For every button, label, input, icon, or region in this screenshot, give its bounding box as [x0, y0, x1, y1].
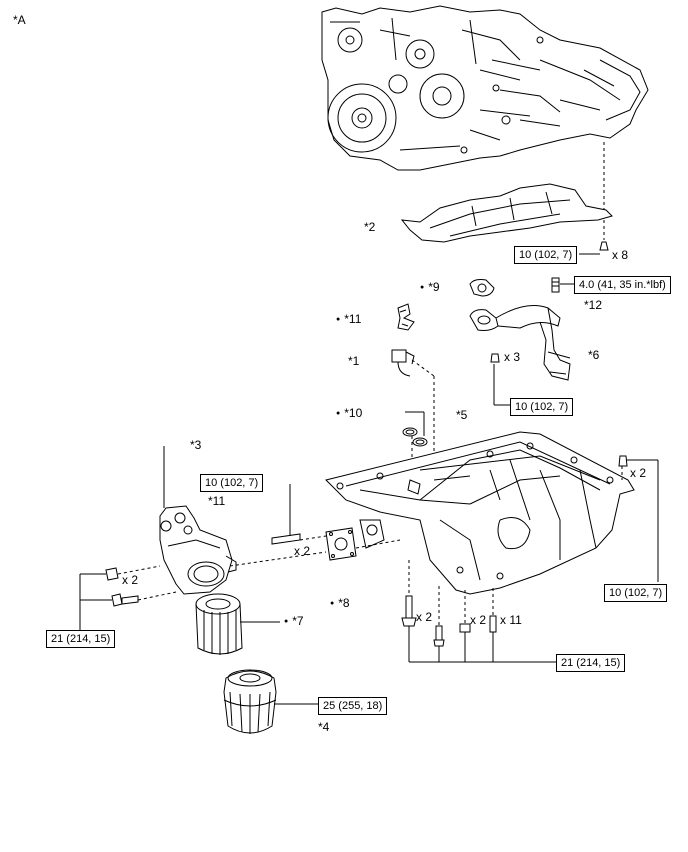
- bracket-gasket: [325, 527, 357, 561]
- qty-pan-bolt-a: x 2: [416, 610, 433, 624]
- qty-pan-bolt-b: x 2: [470, 613, 487, 627]
- part-label-6: *6: [588, 348, 600, 362]
- qty-pan-side-bolts: x 2: [630, 466, 647, 480]
- part-label-3: *3: [190, 438, 202, 452]
- oil-pan: [325, 431, 635, 595]
- oil-filter-element: [195, 593, 243, 655]
- oil-filter-cap: [223, 669, 277, 734]
- oil-filter-bracket: [159, 505, 237, 595]
- part-label-10: *10: [336, 406, 362, 423]
- part-label-1: *1: [348, 354, 360, 368]
- oil-pan-cover: [400, 183, 613, 243]
- figure-label: *A: [13, 13, 26, 27]
- torque-filter-bracket: 21 (214, 15): [46, 630, 116, 648]
- part-label-2: *2: [364, 220, 376, 234]
- part-label-7: *7: [284, 614, 303, 631]
- part-label-4: *4: [318, 720, 330, 734]
- clip: [397, 303, 415, 331]
- torque-stud: 10 (102, 7): [200, 474, 264, 492]
- qty-cover-bolts: x 8: [612, 248, 629, 262]
- engine-block: [321, 5, 649, 171]
- torque-strainer: 10 (102, 7): [510, 398, 574, 416]
- strainer-gasket: [469, 279, 495, 297]
- qty-filter-bracket-nuts: x 2: [122, 573, 139, 587]
- part-label-5: *5: [456, 408, 468, 422]
- torque-pan-side: 10 (102, 7): [604, 584, 668, 602]
- part-label-8: *8: [330, 596, 349, 613]
- torque-oil-pan: 21 (214, 15): [556, 654, 626, 672]
- part-label-9: *9: [420, 280, 439, 297]
- torque-filter-cap: 25 (255, 18): [318, 697, 388, 715]
- oil-strainer: [469, 305, 571, 381]
- torque-drain-plug: 4.0 (41, 35 in.*lbf): [574, 276, 671, 294]
- part-label-11-stud: *11: [208, 494, 226, 508]
- part-label-11-clip: *11: [336, 312, 361, 329]
- part-label-12: *12: [584, 298, 603, 312]
- oil-level-sensor: [391, 349, 415, 377]
- qty-studs: x 2: [294, 544, 311, 558]
- qty-strainer-nuts: x 3: [504, 350, 521, 364]
- qty-pan-bolt-c: x 11: [500, 613, 522, 627]
- torque-cover-bolts: 10 (102, 7): [514, 246, 578, 264]
